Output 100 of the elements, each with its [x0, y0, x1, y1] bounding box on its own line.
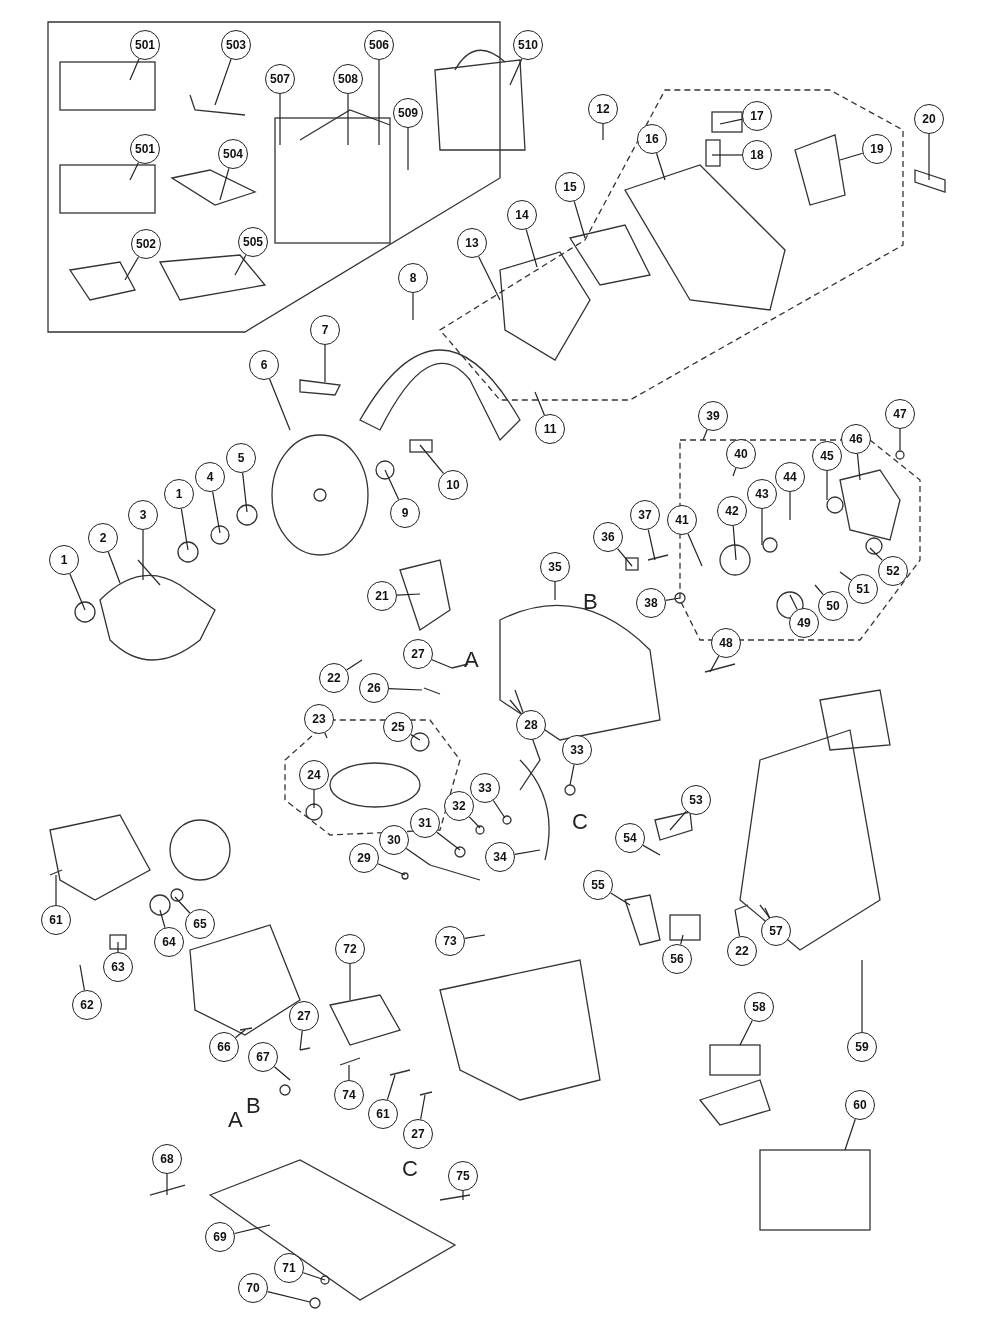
callout-number: 43	[747, 479, 777, 509]
leader-line	[55, 874, 57, 906]
leader-line	[569, 764, 575, 786]
leader-line	[814, 584, 824, 596]
callout-number: 11	[535, 414, 565, 444]
callout-number: 45	[812, 441, 842, 471]
leader-line	[69, 573, 86, 611]
callout-number: 49	[789, 608, 819, 638]
callout-number: 37	[630, 500, 660, 530]
callout-number: 7	[310, 315, 340, 345]
callout-number: 61	[368, 1099, 398, 1129]
leader-line	[219, 167, 230, 201]
callout-number: 502	[131, 229, 161, 259]
callout-number: 54	[615, 823, 645, 853]
leader-line	[242, 472, 248, 513]
callout-number: 68	[152, 1144, 182, 1174]
callout-number: 15	[555, 172, 585, 202]
leader-line	[739, 1019, 753, 1046]
callout-number: 22	[319, 663, 349, 693]
callout-number: 29	[349, 843, 379, 873]
leader-line	[711, 154, 743, 156]
leader-line	[180, 508, 189, 551]
leader-line	[610, 892, 631, 906]
leader-line	[732, 467, 737, 477]
leader-line	[420, 1094, 426, 1120]
callout-number: 501	[130, 134, 160, 164]
callout-number: 41	[667, 505, 697, 535]
leader-line	[410, 734, 421, 741]
leader-line	[419, 444, 445, 475]
leader-line	[602, 123, 604, 141]
callout-number: 505	[238, 227, 268, 257]
callout-number: 63	[103, 952, 133, 982]
callout-number: 35	[540, 552, 570, 582]
leader-line	[856, 453, 861, 481]
callout-number: 66	[209, 1032, 239, 1062]
callout-number: 30	[379, 825, 409, 855]
leader-line	[129, 161, 140, 181]
leader-line	[324, 732, 328, 739]
callout-number: 24	[299, 760, 329, 790]
leader-line	[324, 344, 326, 383]
leader-line	[346, 659, 363, 671]
leader-line	[669, 810, 687, 831]
leader-line	[869, 547, 883, 561]
leader-line	[642, 844, 661, 856]
callout-number: 56	[662, 944, 692, 974]
callout-number: 23	[304, 704, 334, 734]
callout-number: 27	[403, 1119, 433, 1149]
callout-number: 506	[364, 30, 394, 60]
leader-line	[212, 491, 221, 534]
reference-letter: B	[583, 590, 598, 614]
leader-line	[464, 934, 486, 940]
leader-line	[509, 699, 522, 715]
callout-number: 74	[334, 1080, 364, 1110]
callout-number: 12	[588, 94, 618, 124]
callout-number: 52	[878, 556, 908, 586]
callout-number: 64	[154, 927, 184, 957]
leader-line	[734, 909, 741, 937]
leader-line	[789, 594, 798, 611]
callout-number: 1	[164, 479, 194, 509]
leader-line	[573, 200, 586, 239]
leader-line	[377, 863, 406, 876]
callout-number: 34	[485, 842, 515, 872]
leader-line	[396, 593, 421, 596]
callout-number: 504	[218, 139, 248, 169]
callout-number: 9	[390, 498, 420, 528]
leader-line	[844, 1118, 856, 1151]
leader-line	[719, 118, 743, 125]
leader-line	[174, 896, 191, 914]
callout-number: 13	[457, 228, 487, 258]
leader-line	[839, 571, 852, 581]
callout-number: 32	[444, 791, 474, 821]
leader-line	[534, 391, 545, 416]
callout-number: 4	[195, 462, 225, 492]
callout-number: 65	[185, 909, 215, 939]
callout-number: 51	[848, 574, 878, 604]
leader-line	[302, 1272, 326, 1281]
callout-number: 509	[393, 98, 423, 128]
callout-number: 5	[226, 443, 256, 473]
callout-number: 508	[333, 64, 363, 94]
callout-number: 6	[249, 350, 279, 380]
callout-number: 59	[847, 1032, 877, 1062]
leader-line	[764, 907, 771, 919]
leader-line	[687, 533, 703, 567]
leader-line	[514, 849, 541, 855]
leader-line	[266, 1291, 311, 1303]
callout-number: 57	[761, 916, 791, 946]
callout-number: 69	[205, 1222, 235, 1252]
callout-number: 16	[637, 124, 667, 154]
reference-letter: A	[228, 1108, 243, 1132]
leader-line	[861, 959, 863, 1033]
callout-number: 55	[583, 870, 613, 900]
leader-line	[407, 127, 409, 171]
leader-line	[732, 525, 737, 561]
leader-line	[129, 58, 140, 81]
leader-line	[235, 1029, 246, 1039]
callout-number: 20	[914, 104, 944, 134]
callout-number: 70	[238, 1273, 268, 1303]
reference-letter: C	[572, 810, 588, 834]
leader-line	[268, 378, 291, 431]
callout-number: 53	[681, 785, 711, 815]
